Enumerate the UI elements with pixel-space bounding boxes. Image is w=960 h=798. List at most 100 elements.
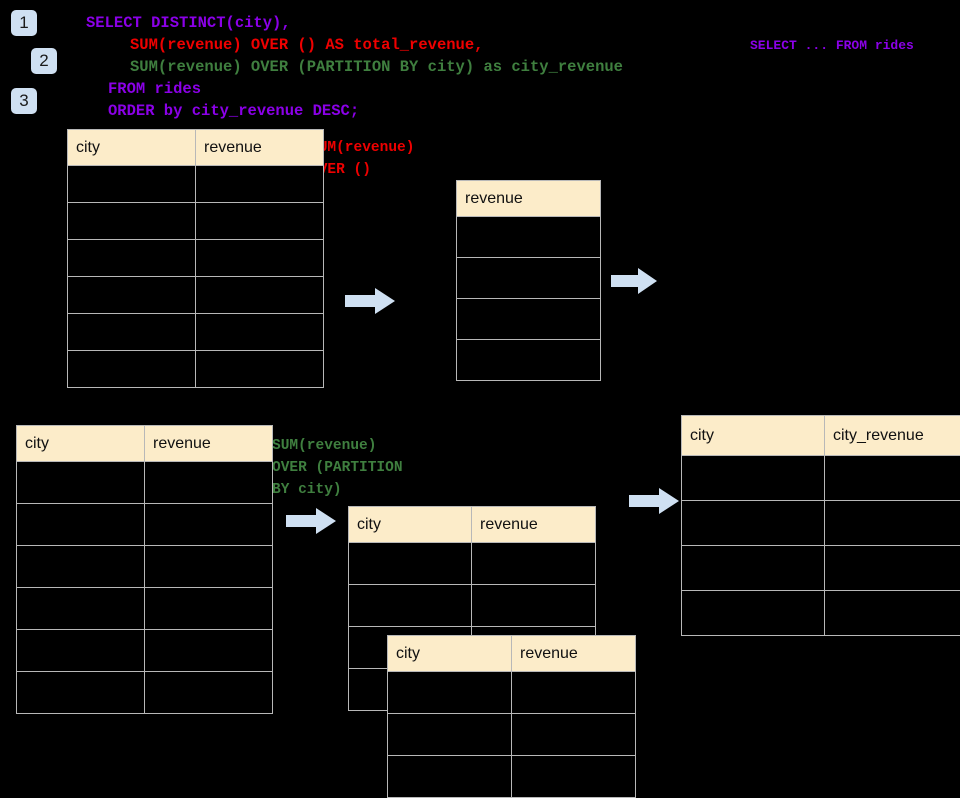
column-header-revenue: revenue [512,636,636,672]
table-row [457,217,601,258]
column-header-city: city [17,426,145,462]
table-source-bottom: city revenue [16,425,273,714]
cell-revenue [512,672,636,714]
cell-city [68,351,196,388]
cell-revenue [145,672,273,714]
table-row [68,203,324,240]
sql-side-note: SELECT ... FROM rides [750,36,920,55]
column-header-revenue: revenue [472,507,596,543]
diagram-canvas: 1 2 3 SELECT DISTINCT(city), SUM(revenue… [0,0,960,720]
column-header-revenue: revenue [145,426,273,462]
cell-city [349,543,472,585]
column-header-city: city [388,636,512,672]
column-header-city: city [68,130,196,166]
table-header-row: city revenue [68,130,324,166]
cell-revenue [145,462,273,504]
table-row [68,240,324,277]
cell-revenue [196,203,324,240]
table-row [682,456,960,501]
cell-city [17,504,145,546]
cell-revenue [457,217,601,258]
arrow-source-to-total-icon [345,288,395,314]
cell-revenue [196,277,324,314]
sql-line-select: SELECT DISTINCT(city), [86,12,291,34]
cell-revenue [457,299,601,340]
step-badge-1: 1 [11,10,37,36]
table-result: city city_revenue [681,415,960,636]
cell-revenue [196,314,324,351]
cell-revenue [145,588,273,630]
table-partition-lower: city revenue [387,635,636,798]
table-row [17,630,273,672]
column-header-city-revenue: city_revenue [825,416,960,456]
cell-city [682,591,825,636]
cell-city [388,672,512,714]
arrow-partition-to-result-icon [629,488,679,514]
table-row [682,546,960,591]
cell-city [17,630,145,672]
cell-revenue [457,340,601,381]
arrow-total-to-result-icon [611,268,657,294]
cell-city [682,546,825,591]
table-total-revenue: revenue [456,180,601,381]
cell-city [68,277,196,314]
cell-city [68,314,196,351]
annotation-total-revenue: SUM(revenue) OVER () [310,137,470,181]
cell-revenue [145,630,273,672]
sql-line-city-revenue: SUM(revenue) OVER (PARTITION BY city) as… [130,56,623,78]
annotation-city-revenue: SUM(revenue) OVER (PARTITION BY city) [272,435,452,501]
table-row [349,543,596,585]
cell-city [682,501,825,546]
cell-revenue [512,756,636,798]
cell-city-revenue [825,456,960,501]
table-row [68,166,324,203]
cell-revenue [472,585,596,627]
cell-revenue [196,166,324,203]
table-row [457,299,601,340]
cell-city [68,166,196,203]
cell-revenue [196,240,324,277]
table-row [457,340,601,381]
step-badge-2: 2 [31,48,57,74]
table-header-row: revenue [457,181,601,217]
table-row [17,462,273,504]
column-header-city: city [349,507,472,543]
table-header-row: city revenue [17,426,273,462]
sql-line-total-revenue: SUM(revenue) OVER () AS total_revenue, [130,34,483,56]
cell-revenue [472,543,596,585]
cell-city-revenue [825,501,960,546]
cell-city [68,240,196,277]
cell-revenue [145,546,273,588]
table-header-row: city city_revenue [682,416,960,456]
cell-city [682,456,825,501]
cell-city [17,588,145,630]
cell-revenue [145,504,273,546]
table-header-row: city revenue [388,636,636,672]
table-row [388,672,636,714]
cell-city [17,546,145,588]
table-row [17,672,273,714]
table-row [388,756,636,798]
cell-city [17,672,145,714]
table-row [349,585,596,627]
table-row [17,588,273,630]
table-row [682,591,960,636]
table-row [68,314,324,351]
column-header-revenue: revenue [196,130,324,166]
cell-city [349,585,472,627]
table-source-top: city revenue [67,129,324,388]
sql-line-order-by: ORDER by city_revenue DESC; [108,100,359,122]
cell-revenue [457,258,601,299]
table-row [17,504,273,546]
table-row [68,351,324,388]
table-row [17,546,273,588]
table-row [68,277,324,314]
table-header-row: city revenue [349,507,596,543]
sql-line-from: FROM rides [108,78,201,100]
column-header-revenue: revenue [457,181,601,217]
step-badge-3: 3 [11,88,37,114]
cell-city [68,203,196,240]
cell-city-revenue [825,546,960,591]
cell-city [17,462,145,504]
arrow-source-to-partition-icon [286,508,336,534]
